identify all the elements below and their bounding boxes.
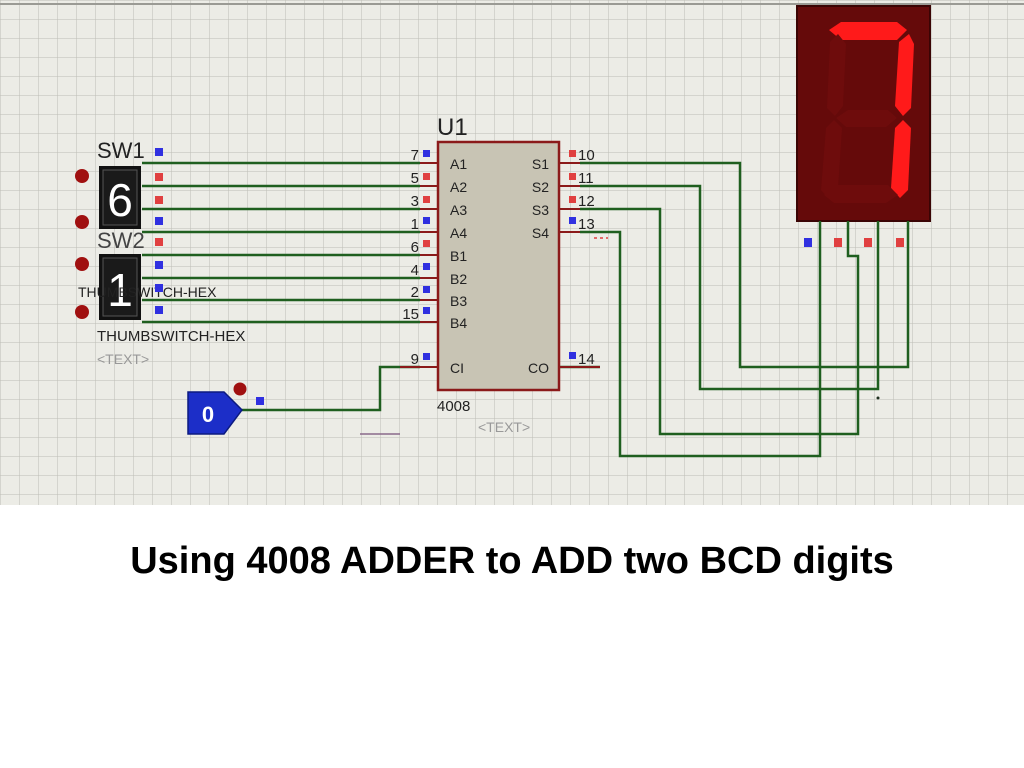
switch-pins [155,148,163,314]
segment-c [891,120,911,198]
pin-name: B4 [450,315,467,331]
pin-num: 9 [411,351,419,368]
sw2-increment-button[interactable] [75,257,89,271]
sw2-text-placeholder: <TEXT> [97,351,149,367]
pin-num: 3 [411,193,419,210]
sw1-increment-button[interactable] [75,169,89,183]
pin-num: 2 [411,284,419,301]
sw2-ref: SW2 [97,228,145,253]
chip-part: 4008 [437,398,470,415]
pin-name: A3 [450,202,467,218]
schematic-canvas: SW1 6 SW2 1 THUMBSWITCH-HEX THUMBSWITCH-… [0,0,1024,505]
segment-g [836,110,897,127]
pin-num: 4 [411,262,419,279]
pin-num: 12 [578,193,595,210]
pin-num: 13 [578,216,595,233]
adder-chip-u1[interactable]: U1 4008 <TEXT> 7 5 3 1 6 4 [400,114,600,435]
logic-input-carry[interactable]: 0 [187,382,264,435]
pin-name: B3 [450,293,467,309]
thumbswitch-sw2[interactable]: SW2 1 THUMBSWITCH-HEX THUMBSWITCH-HEX <T… [75,228,245,367]
seven-segment-display [796,5,931,247]
pin-num: 15 [402,306,419,323]
chip-ref: U1 [437,114,468,141]
chip-text-placeholder: <TEXT> [478,419,530,435]
pin-num: 10 [578,147,595,164]
pin-num: 11 [578,170,594,187]
sw2-digit: 1 [107,264,133,316]
wires [142,161,910,458]
segment-b [895,34,914,116]
pin-name: S3 [532,202,549,218]
pin-name: S4 [532,225,549,241]
logic-input-value: 0 [202,402,214,427]
pin-name: B2 [450,271,467,287]
pin-num: 1 [411,216,419,233]
sw2-decrement-button[interactable] [75,305,89,319]
pin-name: CI [450,360,464,376]
pin-num: 14 [578,351,595,368]
sw2-type-label: THUMBSWITCH-HEX [97,328,245,345]
sw1-digit: 6 [107,174,133,226]
sw1-decrement-button[interactable] [75,215,89,229]
pin-name: A2 [450,179,467,195]
pin-name: A4 [450,225,467,241]
pin-num: 7 [411,147,419,164]
segment-f [827,34,846,116]
pin-name: B1 [450,248,467,264]
pin-name: S2 [532,179,549,195]
pin-num: 6 [411,239,419,256]
sw1-type-label: THUMBSWITCH-HEX [78,284,217,300]
pin-name: S1 [532,156,549,172]
slide-caption: Using 4008 ADDER to ADD two BCD digits [130,540,894,582]
thumbswitch-sw1[interactable]: SW1 6 [75,138,145,229]
sw1-ref: SW1 [97,138,145,163]
segment-a [829,22,907,40]
pin-name: CO [528,360,549,376]
segment-d [824,185,898,203]
logic-toggle-dot[interactable] [233,382,247,396]
segment-e [821,120,842,198]
pin-name: A1 [450,156,467,172]
pin-num: 5 [411,170,419,187]
